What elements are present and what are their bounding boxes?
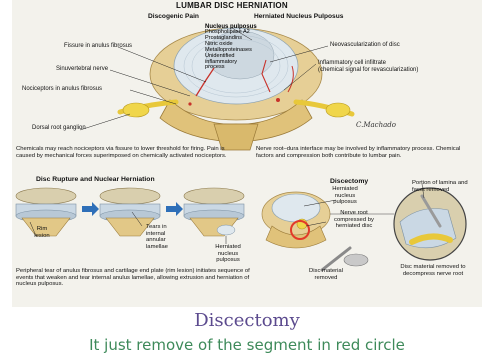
paragraph-nerve-root: Nerve root–dura interface may be involve… [256, 146, 466, 159]
label-discectomy-herniated: Herniated nucleus pulposus [326, 186, 364, 206]
nucleus-item: process [205, 65, 257, 71]
label-inflammatory-infiltrate: Inflammatory cell infiltrate [318, 60, 386, 66]
paragraph-rim-lesion: Peripheral tear of anulus fibrosus and c… [16, 268, 262, 288]
label-herniated-nucleus: Herniated nucleus pulposus [208, 244, 248, 264]
label-nerve-compressed: Nerve root compressed by herniated disc [330, 210, 378, 230]
discectomy-title: Discectomy [330, 178, 368, 185]
label-dorsal-root-ganglion: Dorsal root ganglion [32, 125, 86, 131]
label-chemical-signal: (chemical signal for revascularization) [318, 67, 418, 73]
subtitle-discogenic-pain: Discogenic Pain [148, 14, 199, 21]
nucleus-pulposus-list: Nucleus pulposus Phospholipase A2 Prosta… [205, 24, 257, 71]
label-fissure: Fissure in anulus fibrosus [64, 43, 132, 49]
artist-signature: C.Machado [356, 122, 396, 129]
label-decompress: Disc material removed to decompress nerv… [400, 264, 466, 277]
diagram-title: LUMBAR DISC HERNIATION [176, 2, 288, 10]
rupture-section-title: Disc Rupture and Nuclear Herniation [36, 176, 155, 183]
label-disc-removed: Disc material removed [306, 268, 346, 281]
label-tears: Tears in internal annular lamellae [146, 224, 182, 251]
label-rim-lesion: Rim lesion [30, 226, 54, 239]
caption-title: Discectomy [0, 310, 494, 331]
label-lamina-facet-removed: Portion of lamina and facet removed [412, 180, 476, 193]
label-sinuvertebral-nerve: Sinuvertebral nerve [56, 66, 108, 72]
subtitle-herniated-nucleus: Herniated Nucleus Pulposus [254, 14, 343, 21]
caption-subtitle: It just remove of the segment in red cir… [0, 336, 494, 354]
paragraph-nociceptors: Chemicals may reach nociceptors via fiss… [16, 146, 230, 159]
label-neovascularization: Neovascularization of disc [330, 42, 400, 48]
label-nociceptors: Nociceptors in anulus fibrosus [22, 86, 102, 92]
